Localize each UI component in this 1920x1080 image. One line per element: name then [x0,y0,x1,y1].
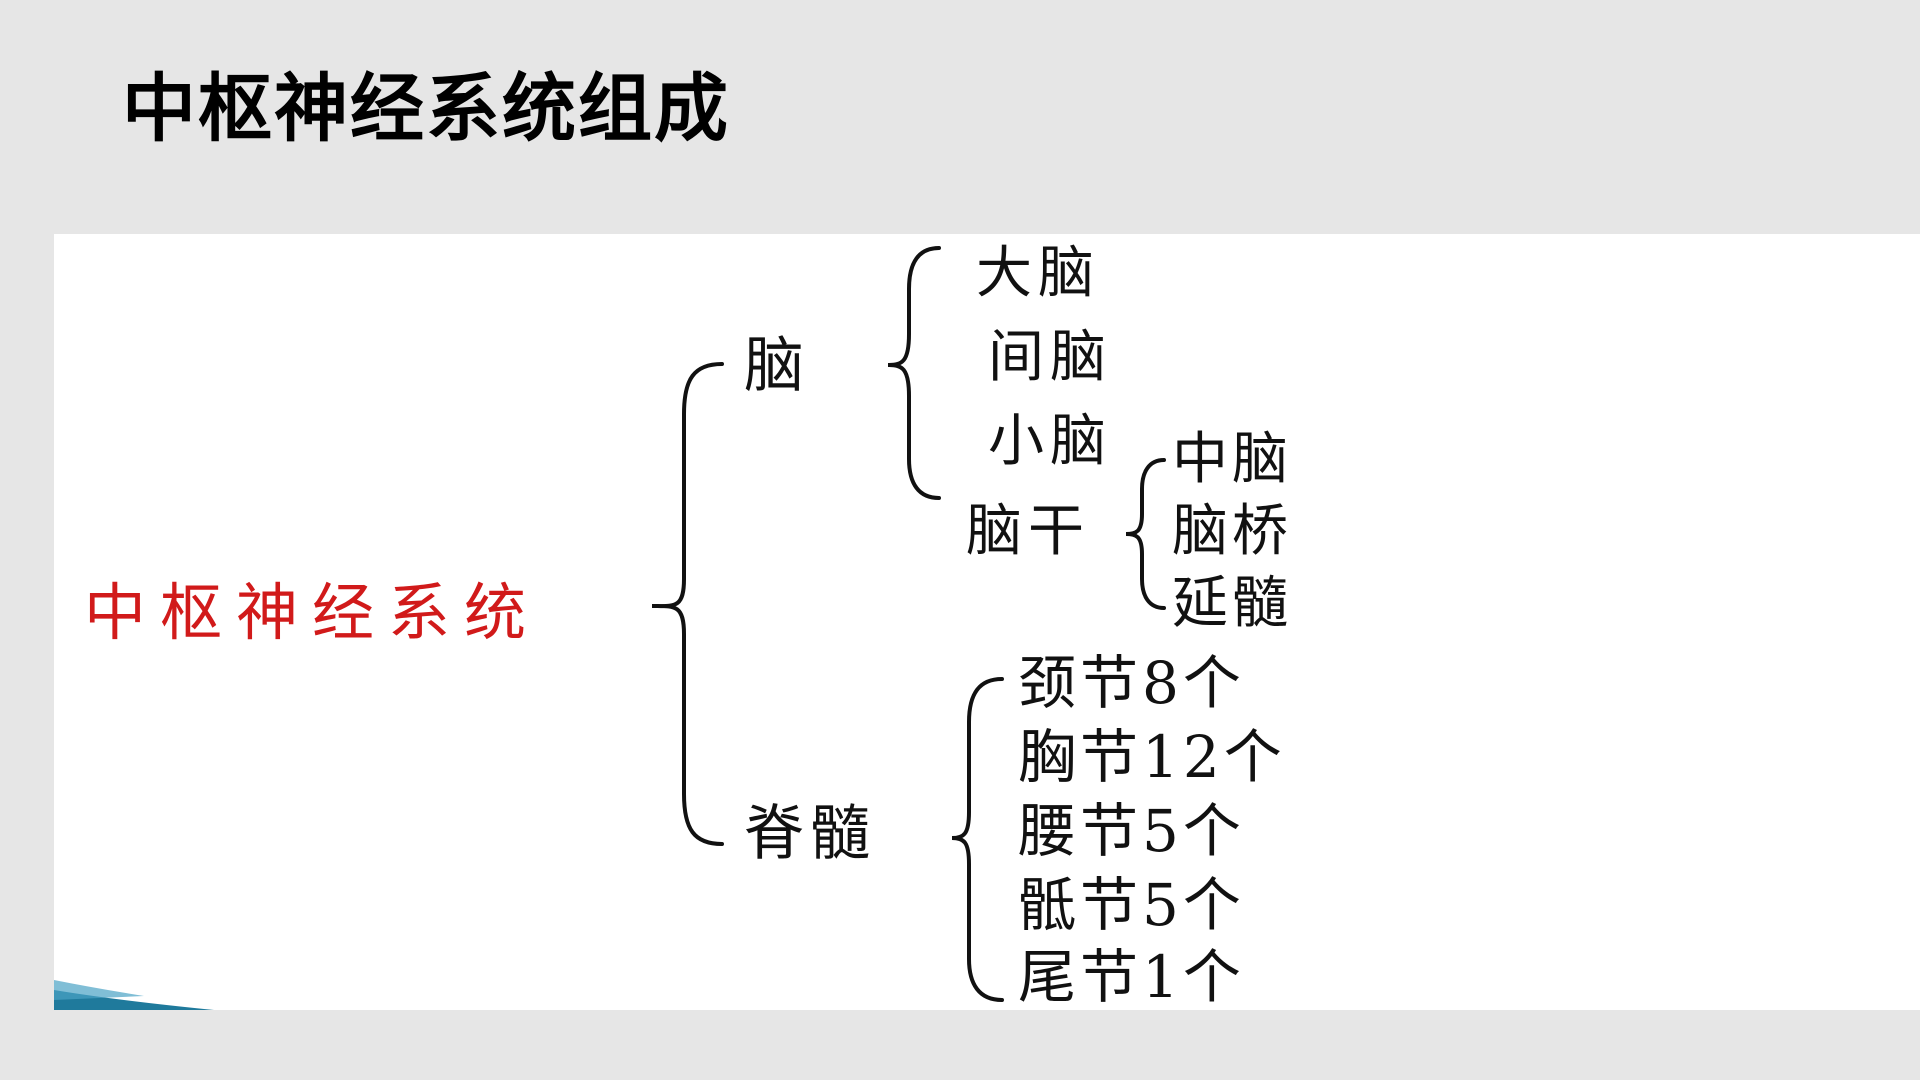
spinal-segment-sacral: 骶节5个 [1018,871,1245,939]
brain-brace [887,246,941,500]
brainstem-part-pons: 脑桥 [1172,499,1292,564]
brace-connectors [651,246,1166,1002]
diagram-panel: 中枢神经系统 脑 脊髓 大脑 间脑 小脑 脑干 中脑 脑桥 延髓 颈节8个 胸节… [54,234,1920,1010]
brainstem-brace [1125,458,1166,610]
spinal-cord-brace [951,677,1004,1002]
root-node-label: 中枢神经系统 [84,576,541,649]
spinal-segment-thoracic: 胸节12个 [1018,723,1286,791]
brainstem-part-midbrain: 中脑 [1172,427,1292,492]
brain-label: 脑 [744,331,804,401]
slide-title: 中枢神经系统组成 [122,66,730,152]
root-brace [651,362,724,846]
spinal-segment-lumbar: 腰节5个 [1018,797,1245,865]
brain-part-brainstem: 脑干 [966,499,1090,564]
brainstem-part-medulla: 延髓 [1172,571,1292,636]
brain-part-diencephalon: 间脑 [988,325,1112,390]
brain-part-cerebellum: 小脑 [988,409,1112,474]
brain-part-cerebrum: 大脑 [976,241,1100,306]
spinal-segment-coccygeal: 尾节1个 [1018,943,1245,1010]
decorative-accent-shape [54,980,214,1010]
spinal-cord-label: 脊髓 [744,799,876,869]
spinal-segment-cervical: 颈节8个 [1018,649,1245,717]
